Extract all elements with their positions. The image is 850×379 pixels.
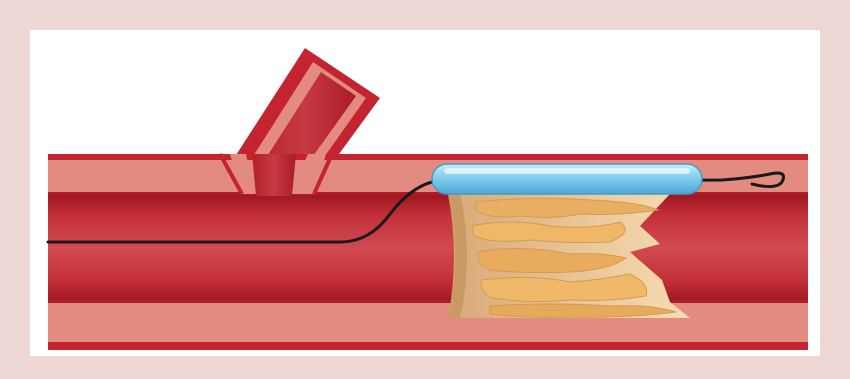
artery-illustration [30,30,820,356]
vessel-lumen [48,194,808,302]
figure-panel [30,30,820,356]
balloon-highlight [444,168,690,174]
vessel-bottom-wall [48,302,808,342]
balloon-catheter [432,164,702,194]
